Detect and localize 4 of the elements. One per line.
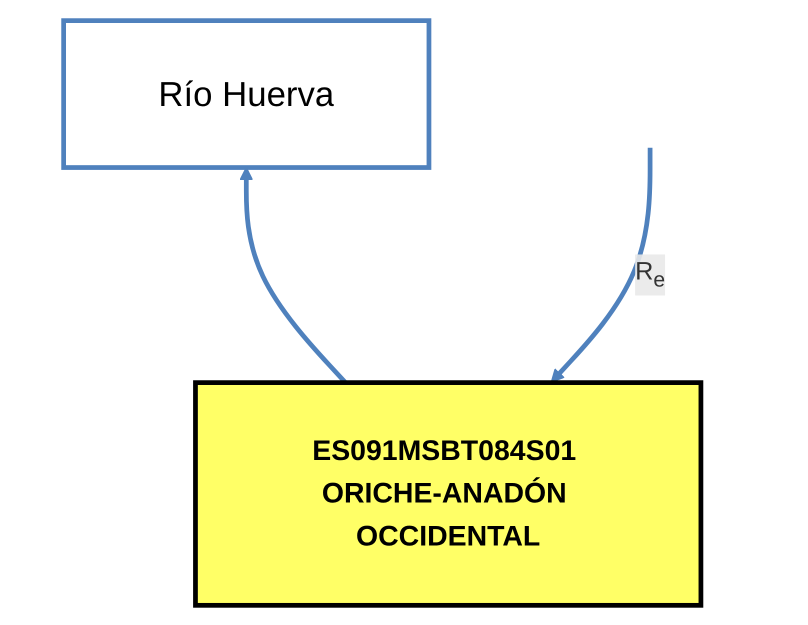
arrow	[550, 147, 652, 382]
node-box: Río Huerva	[61, 18, 432, 170]
edge-label: R$_{e}$	[634, 258, 665, 291]
node-box: ES091MSBT084S01 ORICHE-ANADÓN OCCIDENTAL	[192, 380, 704, 608]
